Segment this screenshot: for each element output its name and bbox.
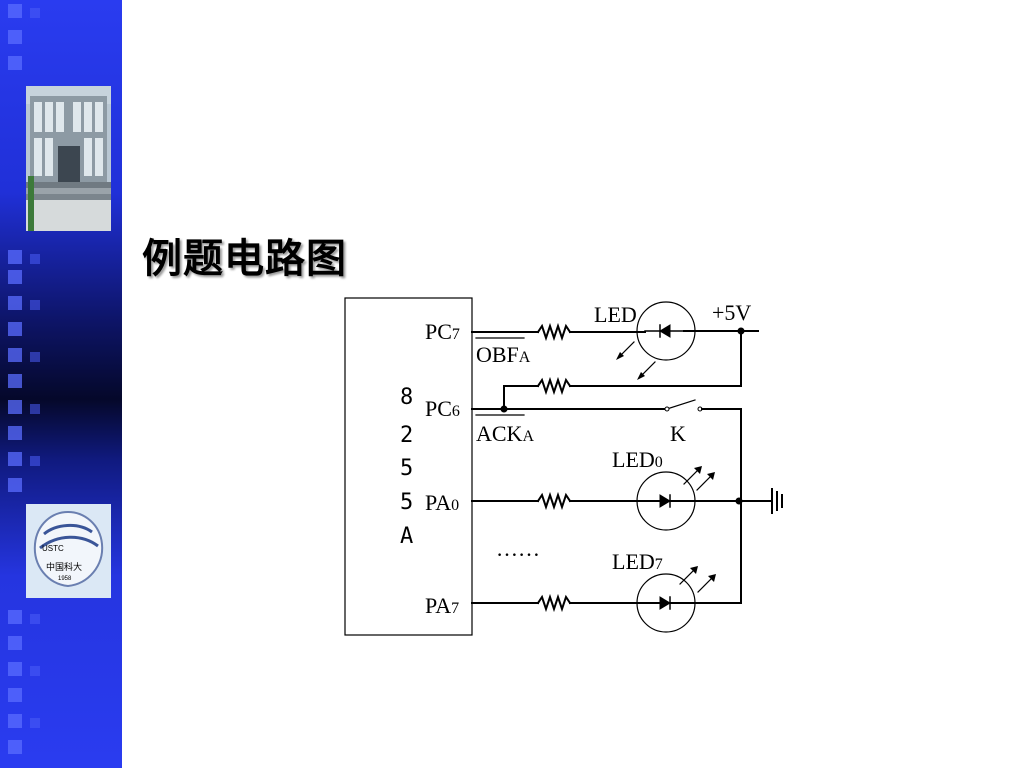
- led0: [636, 471, 696, 531]
- resistor-pa0: [536, 491, 572, 511]
- pin-label-pc6: PC6: [425, 396, 460, 421]
- logo-text: USTC: [42, 544, 64, 553]
- chip-label-char: 5: [400, 456, 413, 481]
- chip-label-char: 5: [400, 490, 413, 515]
- led7-label: LED7: [612, 549, 663, 574]
- vcc-label: +5V: [712, 300, 751, 325]
- university-emblem: USTC 中国科大 1958: [26, 504, 111, 598]
- pin-label-pa0: PA0: [425, 490, 459, 515]
- chip-8255a: [344, 297, 473, 636]
- junction-ground: [735, 497, 743, 505]
- switch-label: K: [670, 421, 686, 446]
- junction-vcc: [737, 327, 745, 335]
- logo-year: 1958: [58, 576, 72, 582]
- building-photo: [26, 86, 111, 231]
- switch-k: [666, 399, 696, 410]
- slide-sidebar: USTC 中国科大 1958: [0, 0, 122, 768]
- junction-pc6: [500, 405, 508, 413]
- circuit-diagram: 8 2 5 5 A PC7 PC6 PA0 PA7 OBFA ACKA LED …: [330, 290, 790, 654]
- resistor-pullup: [536, 376, 572, 396]
- signal-ack: ACKA: [476, 421, 534, 446]
- chip-label-char: 8: [400, 385, 413, 410]
- chip-label-char: 2: [400, 423, 413, 448]
- resistor-pc7: [536, 322, 572, 342]
- resistor-pa7: [536, 593, 572, 613]
- logo-chinese: 中国科大: [46, 561, 82, 573]
- slide-title: 例题电路图: [142, 235, 347, 282]
- signal-obf: OBFA: [476, 342, 531, 367]
- pin-label-pa7: PA7: [425, 593, 459, 618]
- pin-label-pc7: PC7: [425, 319, 460, 344]
- led0-label: LED0: [612, 447, 663, 472]
- led-label: LED: [594, 302, 637, 327]
- chip-label-char: A: [400, 524, 413, 549]
- ellipsis: ……: [496, 536, 540, 561]
- led7: [636, 573, 696, 633]
